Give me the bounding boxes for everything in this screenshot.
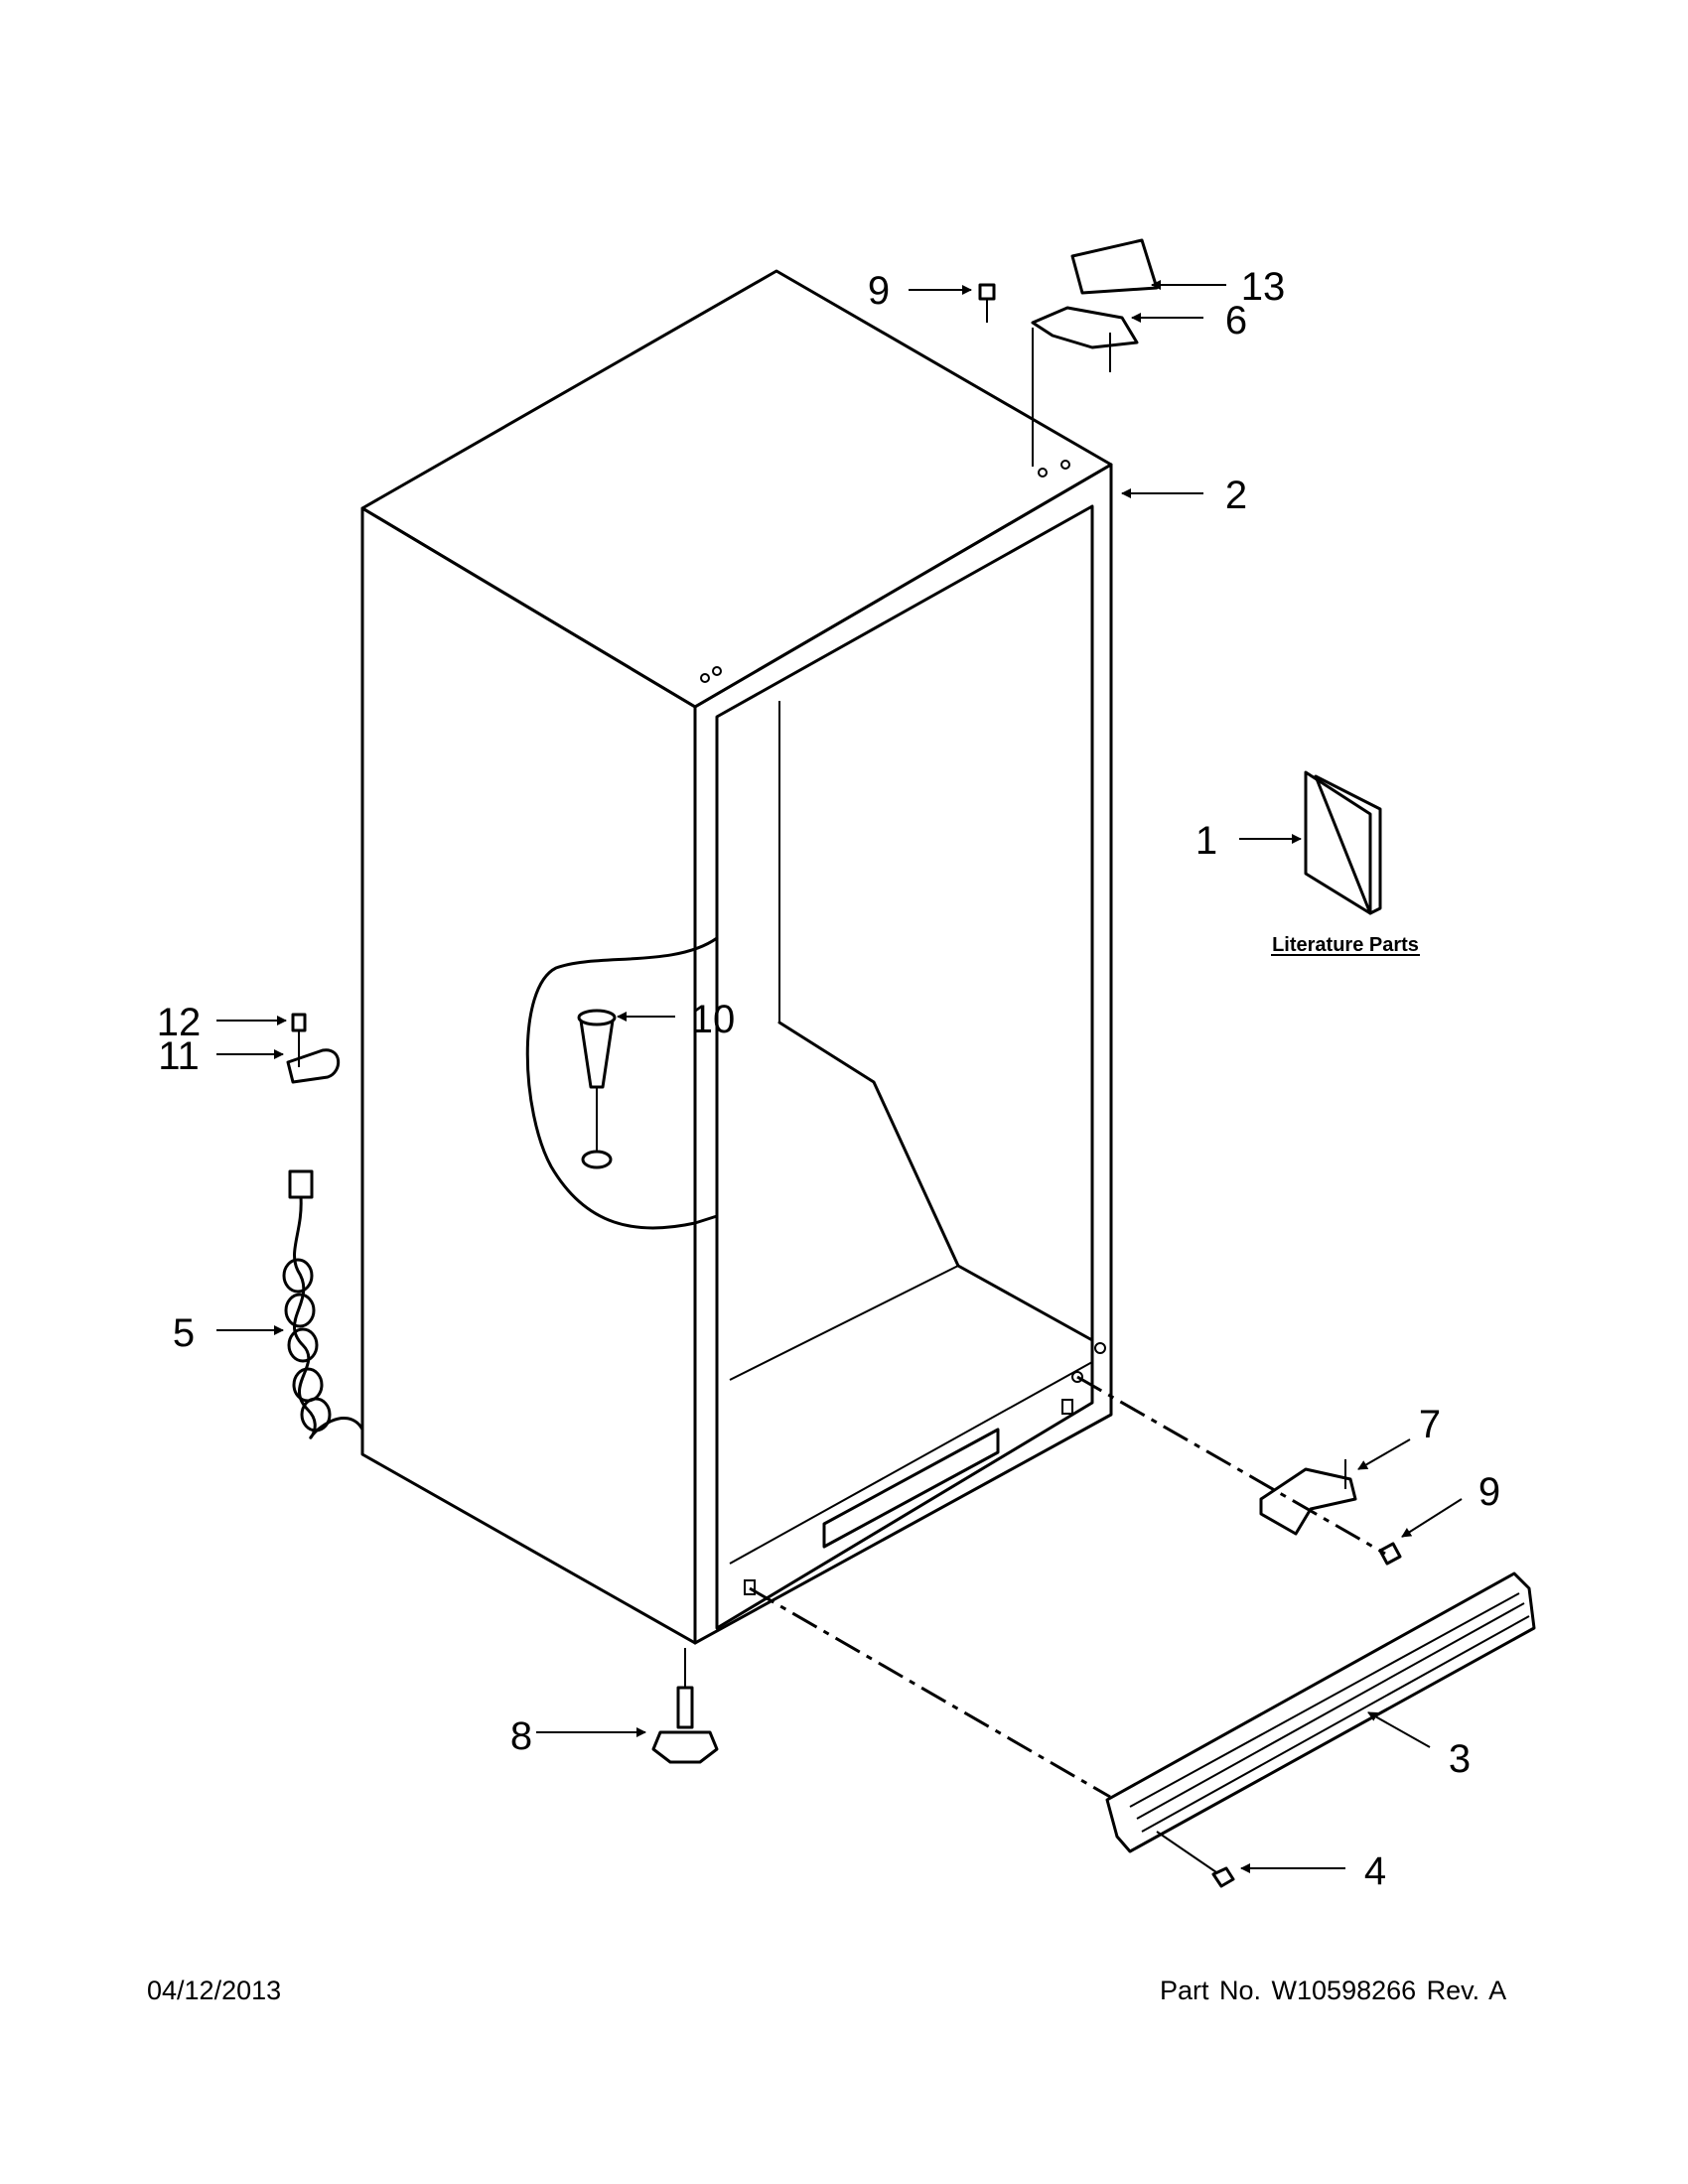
- front-hole: [744, 1579, 756, 1595]
- callout-8: 8: [510, 1714, 532, 1758]
- top-hole: [1038, 468, 1048, 478]
- footer-date: 04/12/2013: [147, 1976, 282, 2005]
- arrow-9b: [1401, 1498, 1463, 1538]
- front-hole: [1071, 1371, 1083, 1383]
- bottom-hinge: [1259, 1467, 1357, 1536]
- lower-panel-line: [729, 1361, 1093, 1565]
- callout-13: 13: [1241, 265, 1286, 309]
- assembly-lines: [749, 1375, 1386, 1873]
- callout-2: 2: [1225, 474, 1247, 517]
- callout-4: 4: [1364, 1849, 1386, 1893]
- power-cord: [282, 1169, 364, 1439]
- leveling-leg: [651, 1648, 719, 1764]
- callout-3: 3: [1449, 1737, 1471, 1781]
- vent-slot: [822, 1428, 1000, 1549]
- callout-7: 7: [1419, 1403, 1441, 1446]
- drain-plug: [577, 1009, 617, 1169]
- hinge-screw-bottom: [1378, 1542, 1402, 1566]
- callout-12: 12: [157, 1001, 202, 1044]
- top-hole: [712, 666, 722, 676]
- grille-screw: [1211, 1866, 1235, 1888]
- cabinet-front-frame: [693, 463, 1113, 1645]
- cord-clamp: [286, 1013, 341, 1084]
- callout-labels: 9 13 6 2 1 10 12 11 5 7 9 8 3 4: [157, 265, 1500, 1893]
- cutaway-outline: [525, 936, 719, 1230]
- callout-5: 5: [173, 1311, 195, 1355]
- cabinet-front-opening: [715, 504, 1094, 1630]
- callout-6: 6: [1225, 299, 1247, 342]
- callout-9b: 9: [1478, 1470, 1500, 1514]
- callout-1: 1: [1196, 819, 1217, 863]
- cabinet-top: [360, 269, 1113, 709]
- footer-part-number: Part No. W10598266 Rev. A: [1160, 1976, 1507, 2005]
- arrow-3: [1367, 1711, 1431, 1748]
- front-hole: [1094, 1342, 1106, 1354]
- top-hole: [1060, 460, 1070, 470]
- toe-grille: [1105, 1571, 1536, 1888]
- hinge-cover: [1070, 238, 1159, 295]
- liner-floor-front: [729, 1265, 959, 1381]
- callout-9a: 9: [868, 269, 890, 313]
- top-hinge: [1031, 306, 1139, 349]
- callout-11: 11: [158, 1034, 200, 1078]
- liner-floor: [777, 1021, 1094, 1342]
- hinge-screw: [978, 283, 996, 323]
- callout-arrows: [216, 280, 1463, 1873]
- top-hole: [700, 673, 710, 683]
- arrow-7: [1357, 1438, 1411, 1470]
- callout-10: 10: [691, 998, 736, 1041]
- top-hinge-assembly: [978, 238, 1159, 467]
- literature-book: Literature Parts: [1271, 770, 1420, 956]
- cabinet-assembly: [360, 269, 1113, 1645]
- bottom-hinge-assembly: [1259, 1459, 1402, 1566]
- front-hole: [1061, 1399, 1073, 1415]
- literature-parts-label: Literature Parts: [1272, 934, 1419, 956]
